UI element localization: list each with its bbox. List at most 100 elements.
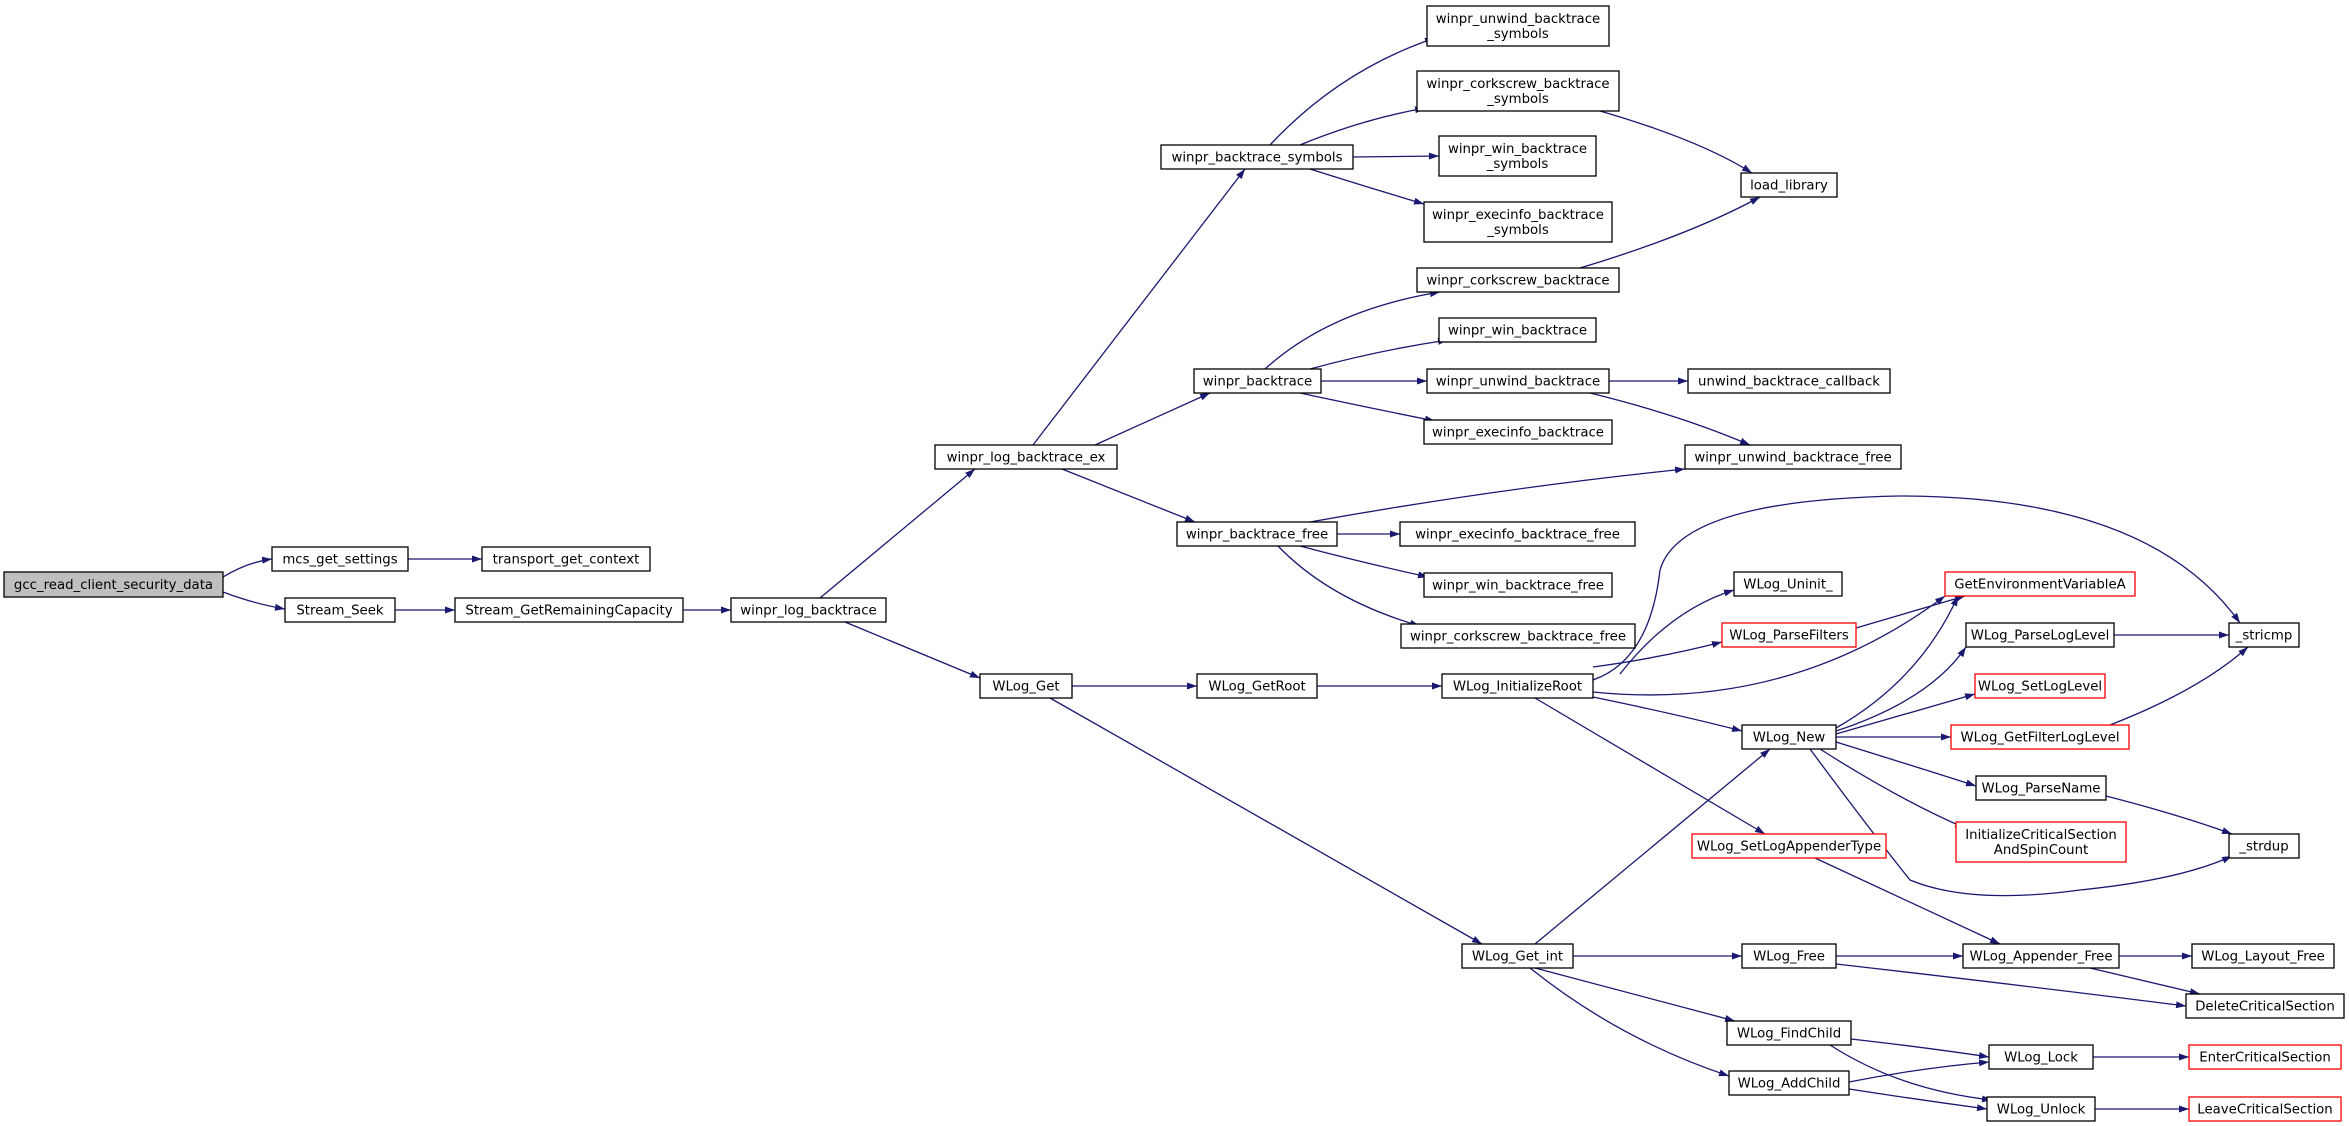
node-label: winpr_corkscrew_backtrace_free xyxy=(1410,630,1626,645)
edge-wlog-new-to-wlog-setloglevel xyxy=(1835,693,1976,735)
node-wlog-uninit-[interactable]: WLog_Uninit_ xyxy=(1733,571,1843,597)
node-wlog-lock[interactable]: WLog_Lock xyxy=(1988,1044,2094,1070)
node-wlog-free[interactable]: WLog_Free xyxy=(1741,943,1837,969)
node-stream-getremainingcapacity[interactable]: Stream_GetRemainingCapacity xyxy=(454,597,684,623)
node-box xyxy=(2188,1044,2342,1070)
node-box xyxy=(1974,673,2106,699)
node-label: WLog_Appender_Free xyxy=(1969,950,2112,965)
node-wlog-initializeroot[interactable]: WLog_InitializeRoot xyxy=(1441,673,1594,699)
edge-wlog-parsename-to-strdup xyxy=(2105,795,2233,835)
node-wlog-parseloglevel[interactable]: WLog_ParseLogLevel xyxy=(1965,622,2115,648)
node-winpr-win-backtrace-symbols[interactable]: winpr_win_backtrace_symbols xyxy=(1438,135,1597,177)
node-winpr-unwind-backtrace-symbols[interactable]: winpr_unwind_backtrace_symbols xyxy=(1426,5,1610,47)
node-wlog-findchild[interactable]: WLog_FindChild xyxy=(1726,1020,1852,1046)
node-label: _strdup xyxy=(2238,840,2288,855)
node-wlog-setlogappendertype[interactable]: WLog_SetLogAppenderType xyxy=(1691,833,1887,859)
edge-wlog-addchild-to-wlog-lock xyxy=(1848,1059,1990,1083)
node-winpr-backtrace[interactable]: winpr_backtrace xyxy=(1193,368,1322,394)
node-load-library[interactable]: load_library xyxy=(1740,172,1838,198)
edge-winpr-log-backtrace-ex-to-winpr-backtrace xyxy=(1094,392,1211,446)
node-box xyxy=(1416,70,1620,112)
node-box xyxy=(2188,1096,2342,1122)
node-label: _symbols xyxy=(1486,223,1549,238)
node-winpr-corkscrew-backtrace-free[interactable]: winpr_corkscrew_backtrace_free xyxy=(1400,623,1636,649)
node-transport-get-context[interactable]: transport_get_context xyxy=(481,546,651,572)
node-label: WLog_Get_int xyxy=(1472,950,1563,965)
node-winpr-log-backtrace[interactable]: winpr_log_backtrace xyxy=(730,597,887,623)
node-label: WLog_Lock xyxy=(2004,1051,2078,1066)
node-box xyxy=(1962,943,2120,969)
node-wlog-layout-free[interactable]: WLog_Layout_Free xyxy=(2191,943,2335,969)
node-label: winpr_corkscrew_backtrace xyxy=(1426,77,1609,92)
node-wlog-parsename[interactable]: WLog_ParseName xyxy=(1975,775,2107,801)
node-label: unwind_backtrace_callback xyxy=(1698,375,1880,390)
node-winpr-unwind-backtrace-free[interactable]: winpr_unwind_backtrace_free xyxy=(1684,444,1902,470)
edge-wlog-initializeroot-to-getenvironmentvariablea xyxy=(1592,595,1946,696)
edge-wlog-new-to-wlog-parseloglevel xyxy=(1835,646,1967,732)
node-gcc-read-client-security-data[interactable]: gcc_read_client_security_data xyxy=(3,571,224,598)
node-label: Stream_Seek xyxy=(296,604,384,619)
node-label: WLog_SetLogAppenderType xyxy=(1697,840,1881,855)
node-winpr-win-backtrace[interactable]: winpr_win_backtrace xyxy=(1438,317,1597,343)
node-wlog-getroot[interactable]: WLog_GetRoot xyxy=(1196,673,1318,699)
node-winpr-corkscrew-backtrace[interactable]: winpr_corkscrew_backtrace xyxy=(1416,267,1620,293)
node-winpr-execinfo-backtrace-free[interactable]: winpr_execinfo_backtrace_free xyxy=(1399,521,1636,547)
node-deletecriticalsection[interactable]: DeleteCriticalSection xyxy=(2185,993,2345,1019)
node-label: winpr_win_backtrace xyxy=(1448,142,1587,157)
edge-gcc-read-client-security-data-to-mcs-get-settings xyxy=(222,556,273,578)
node-leavecriticalsection[interactable]: LeaveCriticalSection xyxy=(2188,1096,2342,1122)
node-wlog-setloglevel[interactable]: WLog_SetLogLevel xyxy=(1974,673,2106,699)
node-winpr-execinfo-backtrace[interactable]: winpr_execinfo_backtrace xyxy=(1423,419,1613,445)
node-label: WLog_ParseFilters xyxy=(1729,629,1849,644)
node-stricmp[interactable]: _stricmp xyxy=(2228,622,2300,648)
node-box xyxy=(1176,521,1338,547)
node-unwind-backtrace-callback[interactable]: unwind_backtrace_callback xyxy=(1687,368,1891,394)
node-wlog-parsefilters[interactable]: WLog_ParseFilters xyxy=(1721,622,1857,648)
node-winpr-unwind-backtrace[interactable]: winpr_unwind_backtrace xyxy=(1426,368,1610,394)
node-wlog-get[interactable]: WLog_Get xyxy=(979,673,1073,699)
node-getenvironmentvariablea[interactable]: GetEnvironmentVariableA xyxy=(1944,571,2136,597)
edge-gcc-read-client-security-data-to-stream-seek xyxy=(222,591,286,611)
node-box xyxy=(2228,622,2300,648)
node-box xyxy=(1461,943,1574,969)
edge-winpr-backtrace-free-to-winpr-win-backtrace-free xyxy=(1299,545,1429,579)
node-stream-seek[interactable]: Stream_Seek xyxy=(284,597,396,623)
node-mcs-get-settings[interactable]: mcs_get_settings xyxy=(271,546,409,572)
node-box xyxy=(1986,1096,2096,1122)
node-box xyxy=(1721,622,1857,648)
node-box xyxy=(1733,571,1843,597)
node-label: WLog_Free xyxy=(1753,950,1825,965)
node-winpr-log-backtrace-ex[interactable]: winpr_log_backtrace_ex xyxy=(934,444,1118,470)
node-entercriticalsection[interactable]: EnterCriticalSection xyxy=(2188,1044,2342,1070)
node-box xyxy=(481,546,651,572)
node-wlog-getfilterloglevel[interactable]: WLog_GetFilterLogLevel xyxy=(1950,724,2130,750)
node-wlog-appender-free[interactable]: WLog_Appender_Free xyxy=(1962,943,2120,969)
node-wlog-addchild[interactable]: WLog_AddChild xyxy=(1728,1070,1850,1096)
node-box xyxy=(1426,5,1610,47)
node-box xyxy=(934,444,1118,470)
node-box xyxy=(1684,444,1902,470)
edge-wlog-initializeroot-to-wlog-new xyxy=(1592,696,1743,732)
node-label: _stricmp xyxy=(2235,629,2293,644)
node-box xyxy=(1741,724,1837,750)
node-label: winpr_unwind_backtrace xyxy=(1436,12,1600,27)
edge-winpr-log-backtrace-ex-to-winpr-backtrace-free xyxy=(1061,468,1196,523)
node-winpr-backtrace-symbols[interactable]: winpr_backtrace_symbols xyxy=(1160,144,1354,170)
node-winpr-win-backtrace-free[interactable]: winpr_win_backtrace_free xyxy=(1423,572,1613,598)
node-label: _symbols xyxy=(1486,27,1549,42)
node-label: WLog_Uninit_ xyxy=(1743,578,1833,593)
edge-wlog-get-to-wlog-get-int xyxy=(1049,697,1483,945)
node-winpr-corkscrew-backtrace-symbols[interactable]: winpr_corkscrew_backtrace_symbols xyxy=(1416,70,1620,112)
node-winpr-backtrace-free[interactable]: winpr_backtrace_free xyxy=(1176,521,1338,547)
node-box xyxy=(1423,572,1613,598)
node-wlog-unlock[interactable]: WLog_Unlock xyxy=(1986,1096,2096,1122)
node-winpr-execinfo-backtrace-symbols[interactable]: winpr_execinfo_backtrace_symbols xyxy=(1423,201,1613,243)
node-label: winpr_win_backtrace_free xyxy=(1432,579,1604,594)
node-box xyxy=(2228,833,2300,859)
node-label: GetEnvironmentVariableA xyxy=(1954,578,2126,593)
node-wlog-get-int[interactable]: WLog_Get_int xyxy=(1461,943,1574,969)
node-box xyxy=(1726,1020,1852,1046)
node-wlog-new[interactable]: WLog_New xyxy=(1741,724,1837,750)
node-strdup[interactable]: _strdup xyxy=(2228,833,2300,859)
